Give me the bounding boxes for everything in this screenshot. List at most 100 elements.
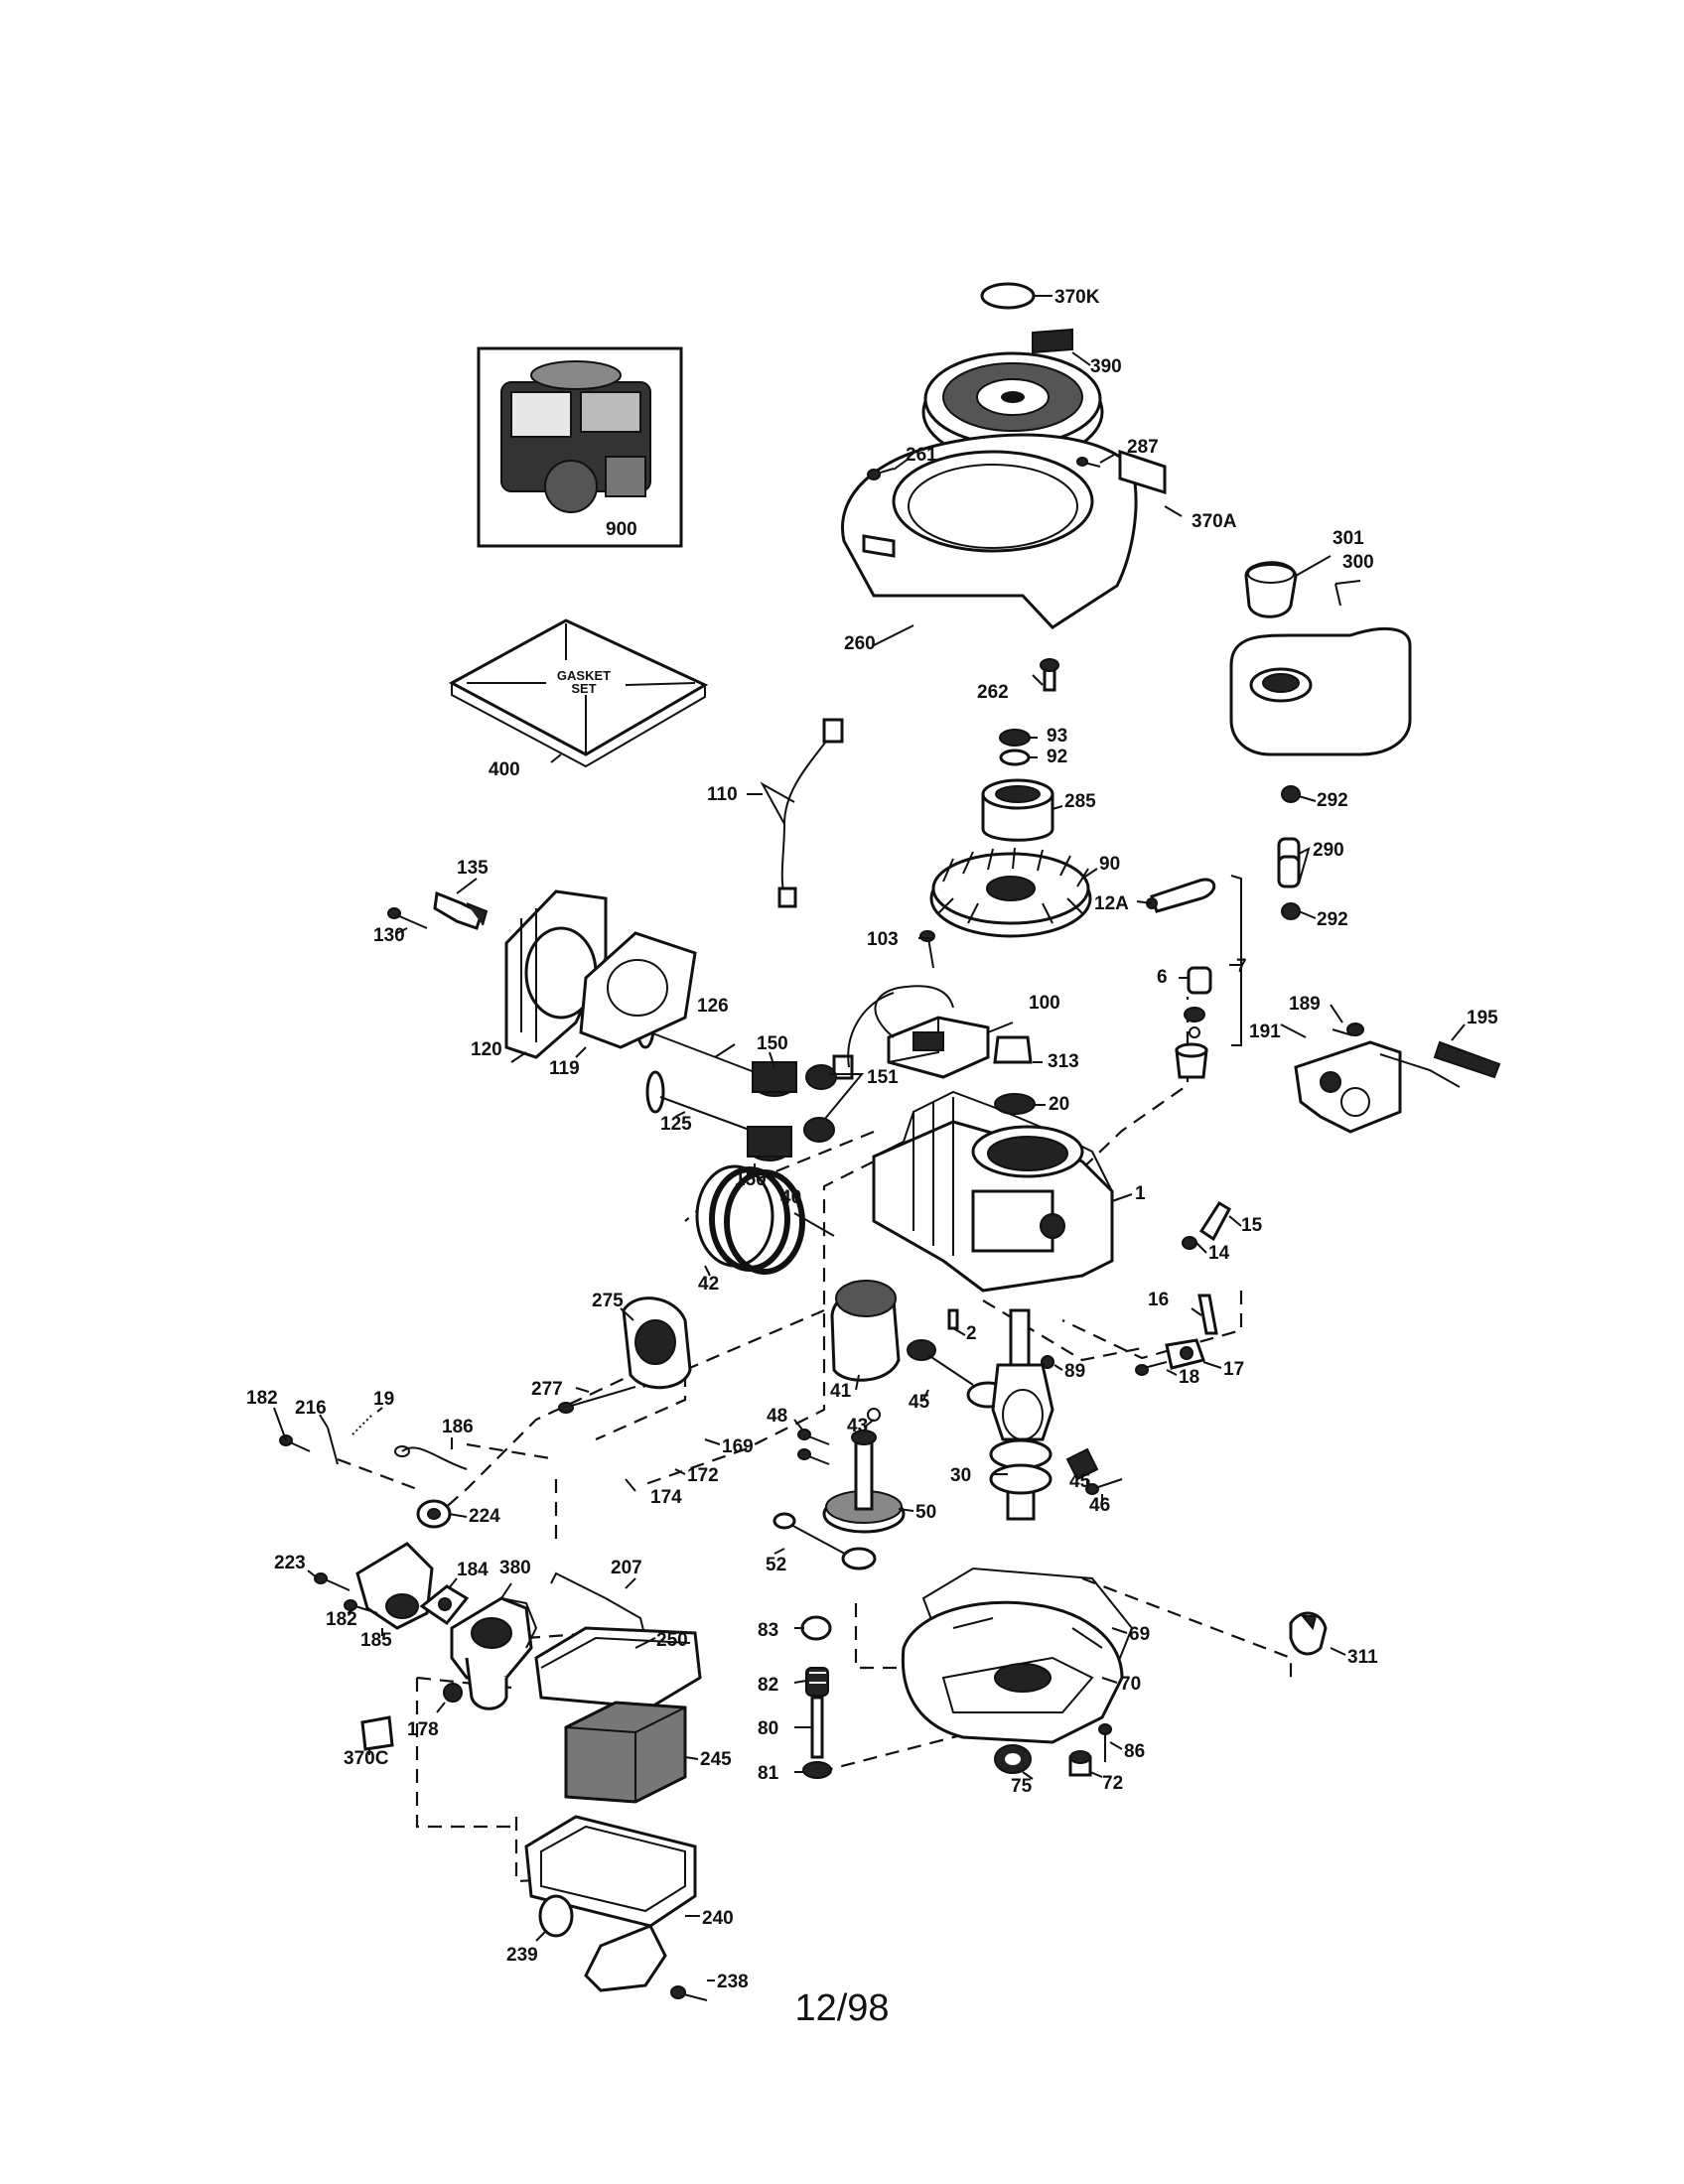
part-label: 195	[1467, 1008, 1498, 1028]
camshaft-gear	[822, 1430, 906, 1534]
part-label: 292	[1317, 790, 1348, 811]
lever-216	[327, 1427, 339, 1465]
washer-89	[1041, 1355, 1054, 1369]
bolts-48	[797, 1429, 830, 1465]
part-label: 52	[766, 1555, 786, 1575]
part-label: 69	[1129, 1624, 1150, 1645]
part-label: 238	[717, 1972, 749, 1992]
part-label: 70	[1120, 1674, 1141, 1695]
head-gasket	[579, 931, 697, 1049]
part-label: 240	[702, 1908, 734, 1929]
part-label: 110	[707, 784, 738, 805]
page-date: 12/98	[794, 1987, 890, 2029]
part-label: 370A	[1192, 511, 1237, 532]
part-label: 182	[326, 1609, 357, 1630]
part-label: 287	[1127, 437, 1159, 458]
part-label: 72	[1102, 1773, 1123, 1794]
part-label: 250	[656, 1630, 688, 1651]
part-label: 313	[1048, 1051, 1079, 1072]
part-label: 40	[780, 1187, 801, 1208]
part-label: 150	[757, 1033, 788, 1054]
starter-cup	[981, 778, 1054, 842]
throttle-cable-clamp	[1433, 1040, 1501, 1079]
washer-81	[802, 1761, 832, 1779]
leader-lines	[273, 295, 1466, 1981]
part-label: 126	[697, 996, 729, 1017]
part-label: 370K	[1054, 287, 1100, 308]
air-cleaner-gasket-239	[538, 1894, 574, 1938]
part-label: 2	[966, 1323, 977, 1344]
part-label: 400	[489, 759, 520, 780]
wrist-pin-clip	[867, 1408, 881, 1422]
part-label: 185	[360, 1630, 392, 1651]
piston-rings	[695, 1164, 805, 1275]
valve-spring-lower	[747, 1126, 792, 1161]
spring-retainer-upper	[805, 1064, 837, 1090]
air-filter-element	[564, 1701, 687, 1804]
part-label: 42	[698, 1274, 719, 1295]
throttle-link-207	[550, 1571, 646, 1639]
oil-fill-cap	[1289, 1611, 1328, 1656]
part-label: 300	[1342, 552, 1374, 573]
part-label: 380	[499, 1558, 531, 1578]
part-label: 46	[1089, 1495, 1110, 1516]
decal-370a	[1118, 449, 1167, 495]
part-label: 301	[1333, 528, 1364, 549]
part-label: 261	[906, 445, 937, 466]
part-label: 6	[1157, 967, 1168, 988]
part-label: 174	[650, 1487, 682, 1508]
ground-switch	[1146, 878, 1215, 913]
part-label: 224	[469, 1506, 500, 1527]
drain-plug-72	[1068, 1750, 1092, 1777]
part-label: 184	[457, 1560, 489, 1580]
head-bolt	[387, 907, 428, 929]
part-label: 48	[767, 1406, 787, 1427]
oil-pump-52	[772, 1512, 877, 1570]
part-label: 80	[758, 1718, 778, 1739]
carb-fitting-178	[443, 1683, 463, 1703]
part-label: 15	[1241, 1215, 1263, 1236]
part-83	[800, 1615, 832, 1641]
seal-313	[993, 1035, 1033, 1064]
part-label: 189	[1289, 994, 1321, 1015]
part-label: 89	[1064, 1361, 1085, 1382]
gasket-184	[419, 1584, 470, 1626]
gasket-set-package: GASKET SET	[448, 618, 709, 768]
governor-lever-15	[1198, 1200, 1231, 1242]
part-label: 18	[1179, 1367, 1199, 1388]
sump-cover	[901, 1600, 1124, 1744]
rewind-starter	[921, 328, 1104, 464]
shaft-80	[810, 1696, 824, 1759]
part-label: 900	[606, 519, 637, 540]
part-label: 92	[1047, 747, 1067, 767]
part-label: 30	[950, 1465, 971, 1486]
part-label: 41	[830, 1381, 852, 1402]
part-label: 43	[847, 1416, 868, 1436]
part-label: 135	[457, 858, 489, 879]
part-label: 216	[295, 1398, 327, 1419]
engine-assembly-inset	[477, 346, 683, 548]
part-label: 245	[700, 1749, 732, 1770]
link-186	[394, 1445, 468, 1470]
flywheel	[929, 847, 1092, 938]
part-label: 93	[1047, 726, 1067, 747]
part-label: 125	[660, 1114, 692, 1135]
piston	[830, 1280, 901, 1382]
screw-238	[670, 1985, 708, 2001]
part-label: 20	[1049, 1094, 1069, 1115]
part-label: 223	[274, 1553, 306, 1573]
governor-clamp-17	[1165, 1338, 1205, 1370]
part-label: 103	[867, 929, 899, 950]
spring-retainer-lower	[803, 1117, 835, 1143]
part-label: 82	[758, 1675, 778, 1696]
part-label: 120	[471, 1039, 502, 1060]
dowel-pin-2	[947, 1308, 959, 1330]
part-label: 81	[758, 1763, 779, 1784]
flywheel-washer	[999, 749, 1031, 766]
sump-bolt-86	[1098, 1723, 1112, 1762]
brake-bracket	[1230, 875, 1242, 1046]
part-label: 119	[549, 1058, 580, 1079]
part-label: 19	[373, 1389, 394, 1410]
intake-pipe-185	[355, 1542, 434, 1630]
fuel-line	[1277, 785, 1301, 920]
